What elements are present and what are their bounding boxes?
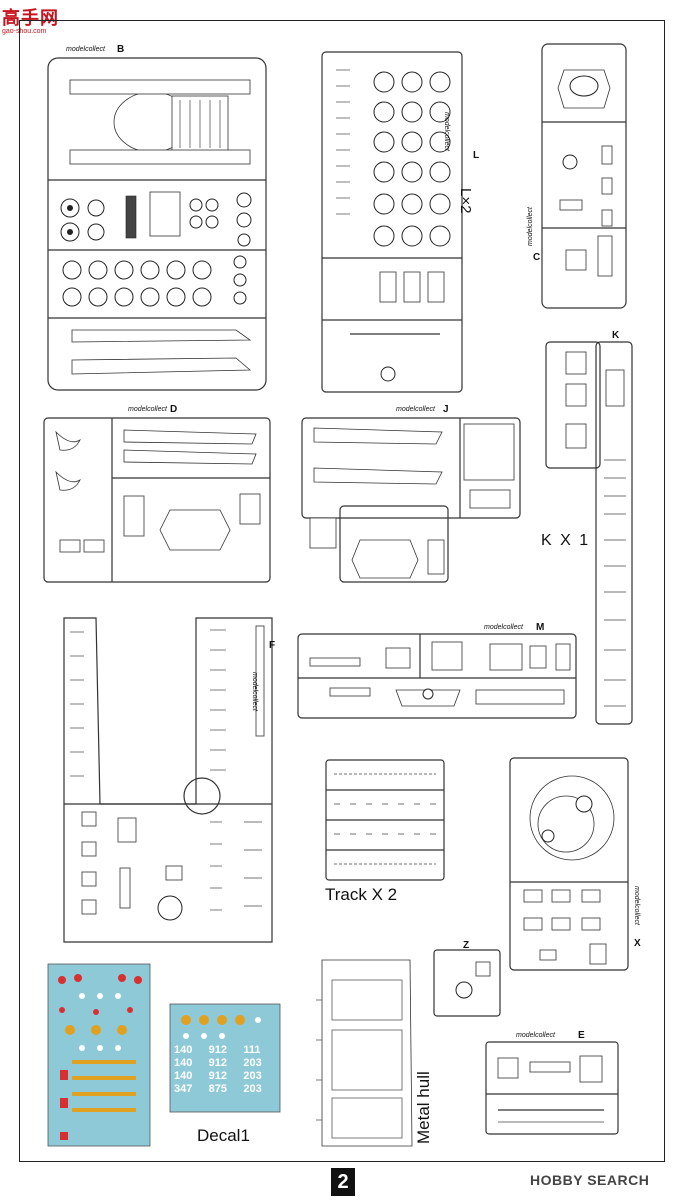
- sprue-letter-j: J: [443, 404, 449, 415]
- sprue-letter-d: D: [170, 404, 178, 415]
- sprue-j: [301, 417, 521, 583]
- sprue-letter-z: Z: [463, 940, 470, 951]
- brand-tag-l: modelcollect: [443, 112, 450, 151]
- brand-tag-f: modelcollect: [251, 672, 258, 711]
- decal-number: 912: [208, 1070, 228, 1082]
- sprue-z: [433, 949, 501, 1017]
- brand-tag-c: modelcollect: [527, 207, 534, 246]
- decal-number: 203: [243, 1070, 262, 1082]
- sprue-letter-k: K: [612, 330, 620, 341]
- sprue-letter-e: E: [578, 1030, 585, 1041]
- decal-number: 111: [243, 1044, 261, 1056]
- brand-tag-e: modelcollect: [516, 1032, 555, 1039]
- label-decal1: Decal1: [197, 1126, 250, 1145]
- label-metal-hull: Metal hull: [414, 1071, 433, 1144]
- label-l-x2: L×2: [457, 188, 474, 214]
- sprue-c: [541, 43, 627, 309]
- sprue-letter-f: F: [269, 640, 276, 651]
- sprue-l: [321, 51, 463, 393]
- sprue-letter-m: M: [536, 622, 545, 633]
- watermark-brand: 高手网: [2, 8, 59, 28]
- label-track-x2: Track X 2: [325, 885, 398, 904]
- decal-number: 912: [208, 1057, 228, 1069]
- brand-tag-b: modelcollect: [66, 46, 105, 53]
- decal-number: 912: [208, 1044, 228, 1056]
- decal-numbers: 140 912 111 140 912 203 140 912 203 347 …: [174, 1044, 278, 1095]
- decal-number: 347: [174, 1083, 193, 1095]
- decal-number: 140: [174, 1044, 193, 1056]
- sprue-letter-x: X: [634, 938, 641, 949]
- footer-watermark: HOBBY SEARCH: [530, 1172, 650, 1188]
- decal-number: 203: [243, 1057, 262, 1069]
- sprue-b: [47, 57, 267, 391]
- decal-sheet-large: [47, 963, 151, 1147]
- sprue-k: [545, 341, 633, 725]
- track-sprue: [325, 759, 445, 881]
- sprue-letter-b: B: [117, 44, 125, 55]
- brand-tag-d: modelcollect: [128, 406, 167, 413]
- watermark-url: gao-shou.com: [2, 28, 47, 35]
- decal-number: 140: [174, 1070, 193, 1082]
- watermark-logo: 高手网 gao-shou.com: [2, 4, 72, 35]
- label-k-x1: K X 1: [541, 532, 591, 549]
- sprue-x: [509, 757, 629, 971]
- metal-hull: [316, 959, 413, 1147]
- decal-number: 875: [208, 1083, 228, 1095]
- sprue-m: [297, 633, 577, 719]
- sprue-d: [43, 417, 271, 583]
- sprue-e: [485, 1041, 619, 1135]
- sprue-letter-l: L: [473, 150, 480, 161]
- brand-tag-j: modelcollect: [396, 406, 435, 413]
- decal-number: 140: [174, 1057, 193, 1069]
- sprue-f: [63, 617, 273, 943]
- brand-tag-m: modelcollect: [484, 624, 523, 631]
- decal-number: 203: [243, 1083, 262, 1095]
- sprue-letter-c: C: [533, 252, 541, 263]
- decal-sheet-small: [169, 1003, 281, 1113]
- page-number: 2: [331, 1168, 355, 1196]
- page-frame: [19, 20, 665, 1162]
- brand-tag-x: modelcollect: [633, 886, 640, 925]
